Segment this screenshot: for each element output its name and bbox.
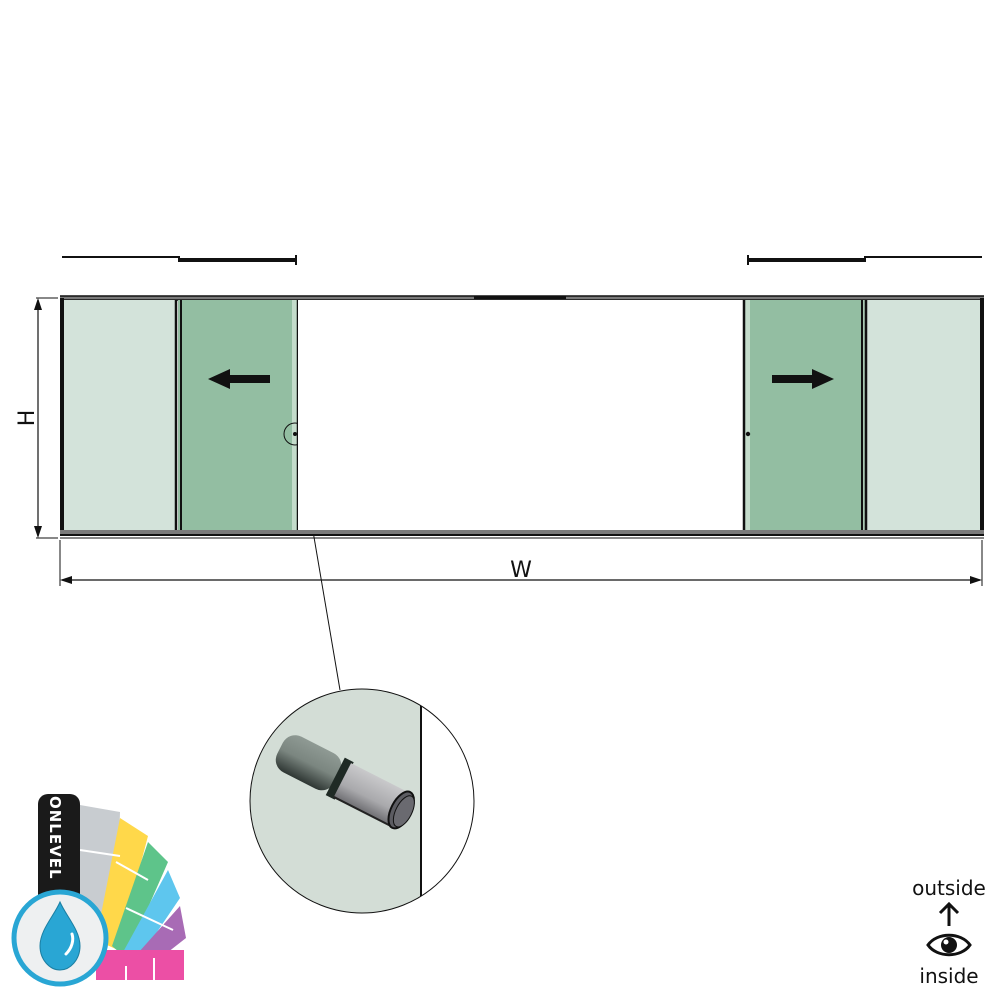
brand-logo: [8, 790, 193, 990]
outside-label: outside: [912, 876, 986, 900]
width-dimension: W: [59, 540, 983, 586]
fixed-panel-left: [60, 298, 178, 534]
arrow-right-icon: [772, 369, 834, 389]
arrow-up-icon: [900, 900, 998, 928]
top-frame-rail: [60, 295, 984, 301]
orientation-legend: outside inside: [900, 876, 998, 988]
eye-icon: [900, 928, 998, 964]
brand-name: ONLEVEL: [46, 796, 64, 880]
fixed-panel-right: [864, 298, 984, 534]
width-label: W: [510, 558, 532, 583]
sliding-panel-right: [742, 300, 866, 534]
top-track-left: [62, 255, 297, 265]
arrow-left-icon: [208, 369, 270, 389]
inside-label: inside: [919, 964, 979, 988]
opening: [298, 300, 744, 530]
sliding-panel-left: [178, 300, 300, 534]
height-label: H: [15, 410, 40, 427]
brand-tab: [38, 794, 80, 904]
height-dimension: H: [15, 297, 58, 539]
stopper-detail-view: [249, 688, 475, 914]
top-track-right: [747, 255, 982, 265]
bottom-frame-rail: [60, 530, 984, 539]
water-drop-icon: [39, 900, 81, 971]
